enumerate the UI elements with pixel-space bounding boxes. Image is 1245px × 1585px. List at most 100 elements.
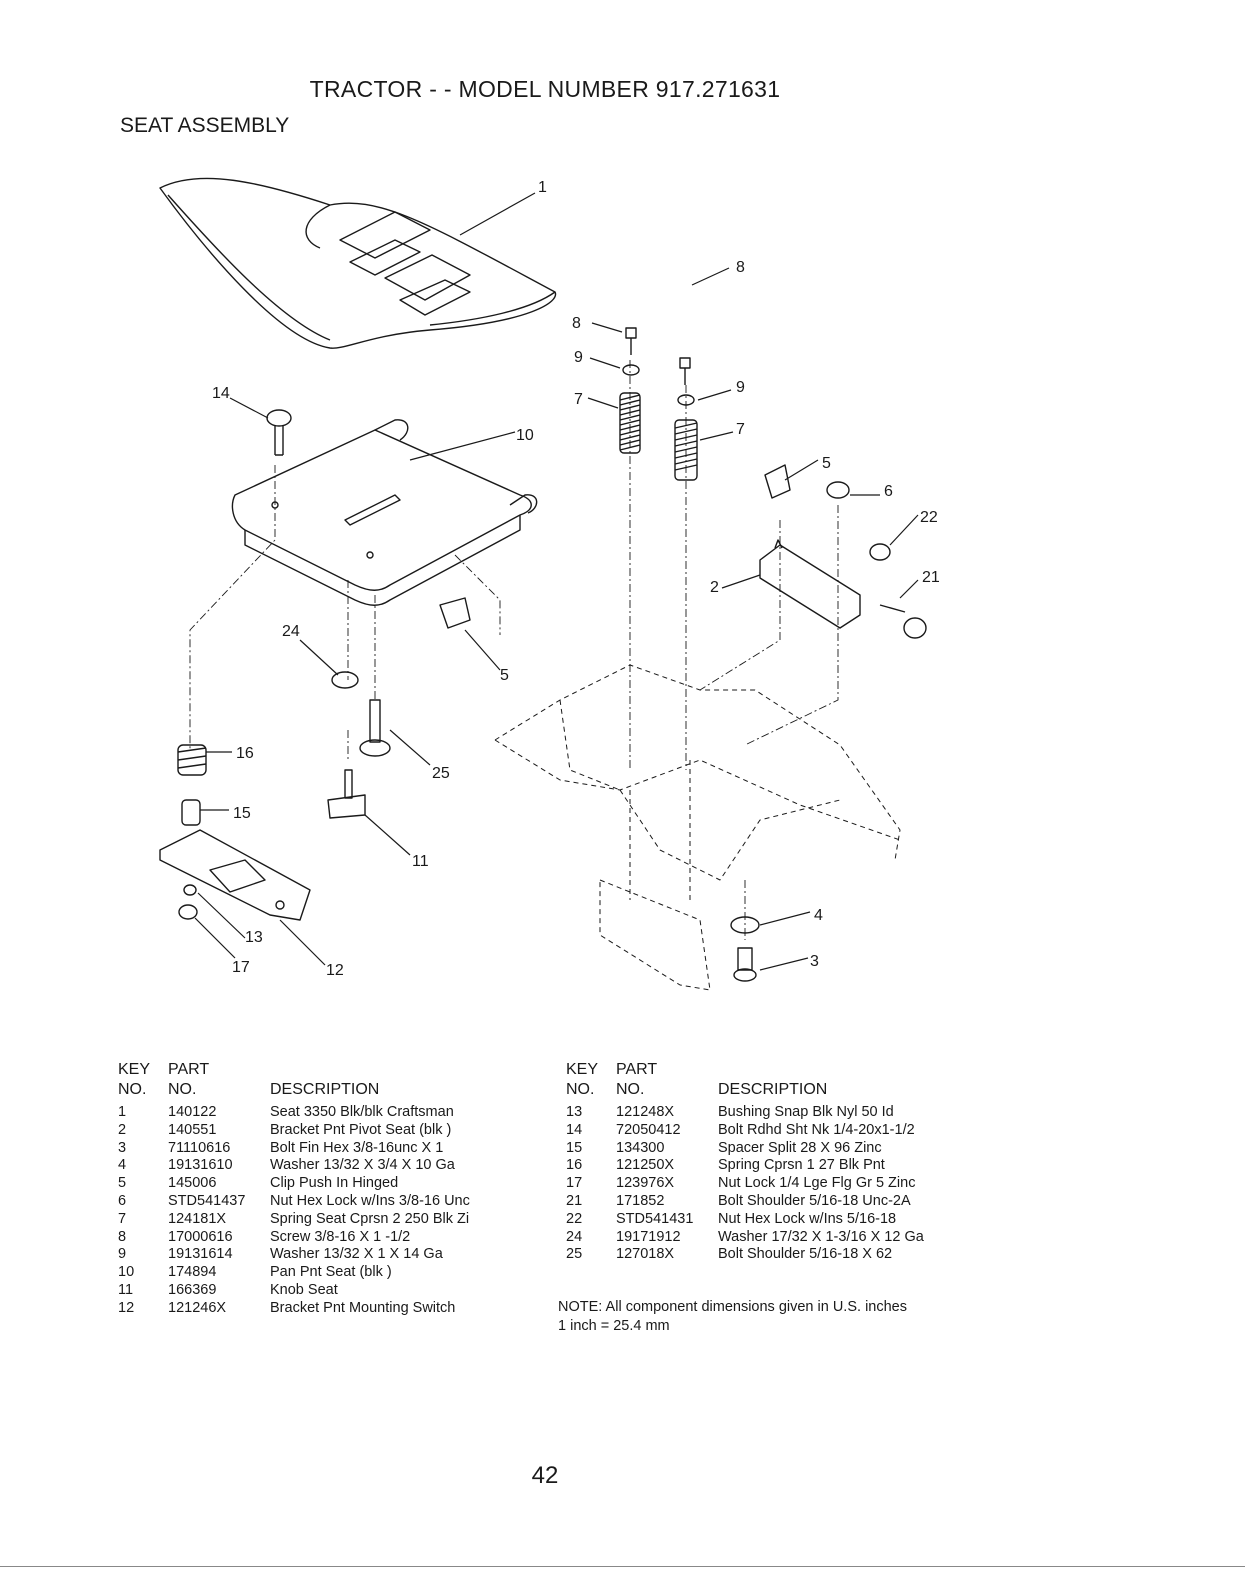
key-cell: 8 [118, 1228, 127, 1245]
description-cell: Knob Seat [270, 1281, 338, 1298]
part-number-cell: 19131614 [168, 1246, 233, 1263]
note-text: All component dimensions given in U.S. i… [605, 1299, 907, 1315]
callout-13: 13 [245, 929, 263, 946]
description-cell: Nut Hex Lock w/Ins 3/8-16 Unc [270, 1192, 470, 1209]
part-number-cell: 174894 [168, 1264, 217, 1281]
callout-3: 3 [810, 953, 819, 970]
key-cell: 6 [118, 1192, 127, 1209]
description-cell: Clip Push In Hinged [270, 1175, 399, 1192]
page-bottom-rule [0, 1566, 1245, 1567]
leader-lines [194, 192, 919, 971]
key-cell: 10 [118, 1264, 135, 1281]
col-description: DESCRIPTION [718, 1081, 828, 1098]
part-number-cell: STD541431 [616, 1210, 694, 1227]
nut-22 [869, 543, 891, 561]
part-number-cell: 123976X [616, 1175, 675, 1192]
callout-5-left: 5 [500, 667, 509, 684]
callout-7-right: 7 [736, 421, 745, 438]
col-part-line1: PART [168, 1061, 210, 1078]
key-cell: 4 [118, 1157, 127, 1174]
callout-4: 4 [814, 907, 823, 924]
part-number-cell: 140122 [168, 1104, 217, 1120]
key-cell: 13 [566, 1104, 583, 1120]
nut-6 [826, 481, 850, 499]
callout-2: 2 [710, 579, 719, 596]
part-number-cell: 121246X [168, 1299, 227, 1316]
description-cell: Bracket Pnt Pivot Seat (blk ) [270, 1121, 452, 1138]
callout-21: 21 [922, 569, 940, 586]
key-cell: 15 [566, 1139, 583, 1156]
description-cell: Bolt Shoulder 5/16-18 Unc-2A [718, 1192, 911, 1209]
washer-24 [331, 671, 359, 689]
part-number-cell: 145006 [168, 1175, 217, 1192]
description-cell: Bolt Fin Hex 3/8-16unc X 1 [270, 1139, 444, 1156]
carriage-bolt-14 [266, 409, 292, 456]
spring-7-right [674, 419, 698, 481]
callout-12: 12 [326, 962, 344, 979]
fender-outline [494, 664, 901, 991]
callout-24: 24 [282, 623, 300, 640]
part-number-cell: 171852 [616, 1192, 665, 1209]
key-cell: 7 [118, 1210, 127, 1227]
table-header: KEY PART NO. NO. DESCRIPTION [118, 1060, 518, 1104]
table-row: 10 174894 Pan Pnt Seat (blk ) [118, 1264, 518, 1282]
callout-17: 17 [232, 959, 250, 976]
col-part-line1: PART [616, 1061, 658, 1078]
callout-14: 14 [212, 385, 230, 402]
spring-7-left [619, 392, 641, 454]
spring-16 [177, 744, 207, 776]
clip-5-left [439, 597, 471, 629]
key-cell: 24 [566, 1228, 583, 1245]
nut-17 [178, 904, 198, 920]
seat-pan-drawing [231, 419, 538, 606]
col-key-line2: NO. [566, 1081, 595, 1098]
description-cell: Bracket Pnt Mounting Switch [270, 1299, 456, 1316]
part-number-cell: 121248X [616, 1104, 675, 1120]
part-number-cell: 19131610 [168, 1157, 233, 1174]
callout-25: 25 [432, 765, 450, 782]
col-description: DESCRIPTION [270, 1081, 380, 1098]
seat-assembly-diagram: 1 14 10 8 9 7 8 9 7 5 6 22 21 2 24 5 16 … [159, 177, 940, 991]
part-number-cell: 127018X [616, 1246, 675, 1263]
callout-15: 15 [233, 805, 251, 822]
knob-11 [327, 769, 366, 819]
key-cell: 12 [118, 1299, 135, 1316]
page-number: 42 [531, 1462, 559, 1489]
col-key-line2: NO. [118, 1081, 147, 1098]
description-cell: Seat 3350 Blk/blk Craftsman [270, 1104, 454, 1120]
dimension-note: NOTE: All component dimensions given in … [558, 1298, 907, 1336]
bolt-3 [733, 947, 757, 982]
description-cell: Spring Seat Cprsn 2 250 Blk Zi [270, 1210, 470, 1227]
part-number-cell: 17000616 [168, 1228, 233, 1245]
part-number-cell: 71110616 [168, 1139, 231, 1156]
callout-numbers: 1 14 10 8 9 7 8 9 7 5 6 22 21 2 24 5 16 … [212, 179, 940, 979]
pivot-bracket-2 [759, 539, 861, 629]
washer-4 [730, 916, 760, 934]
note-conversion: 1 inch = 25.4 mm [558, 1318, 670, 1334]
screw-8-left [625, 327, 637, 355]
key-cell: 11 [118, 1281, 134, 1298]
key-cell: 17 [566, 1175, 583, 1192]
callout-9-left: 9 [574, 349, 583, 366]
callout-8-left: 8 [572, 315, 581, 332]
description-cell: Pan Pnt Seat (blk ) [270, 1264, 392, 1281]
callout-5-right: 5 [822, 455, 831, 472]
